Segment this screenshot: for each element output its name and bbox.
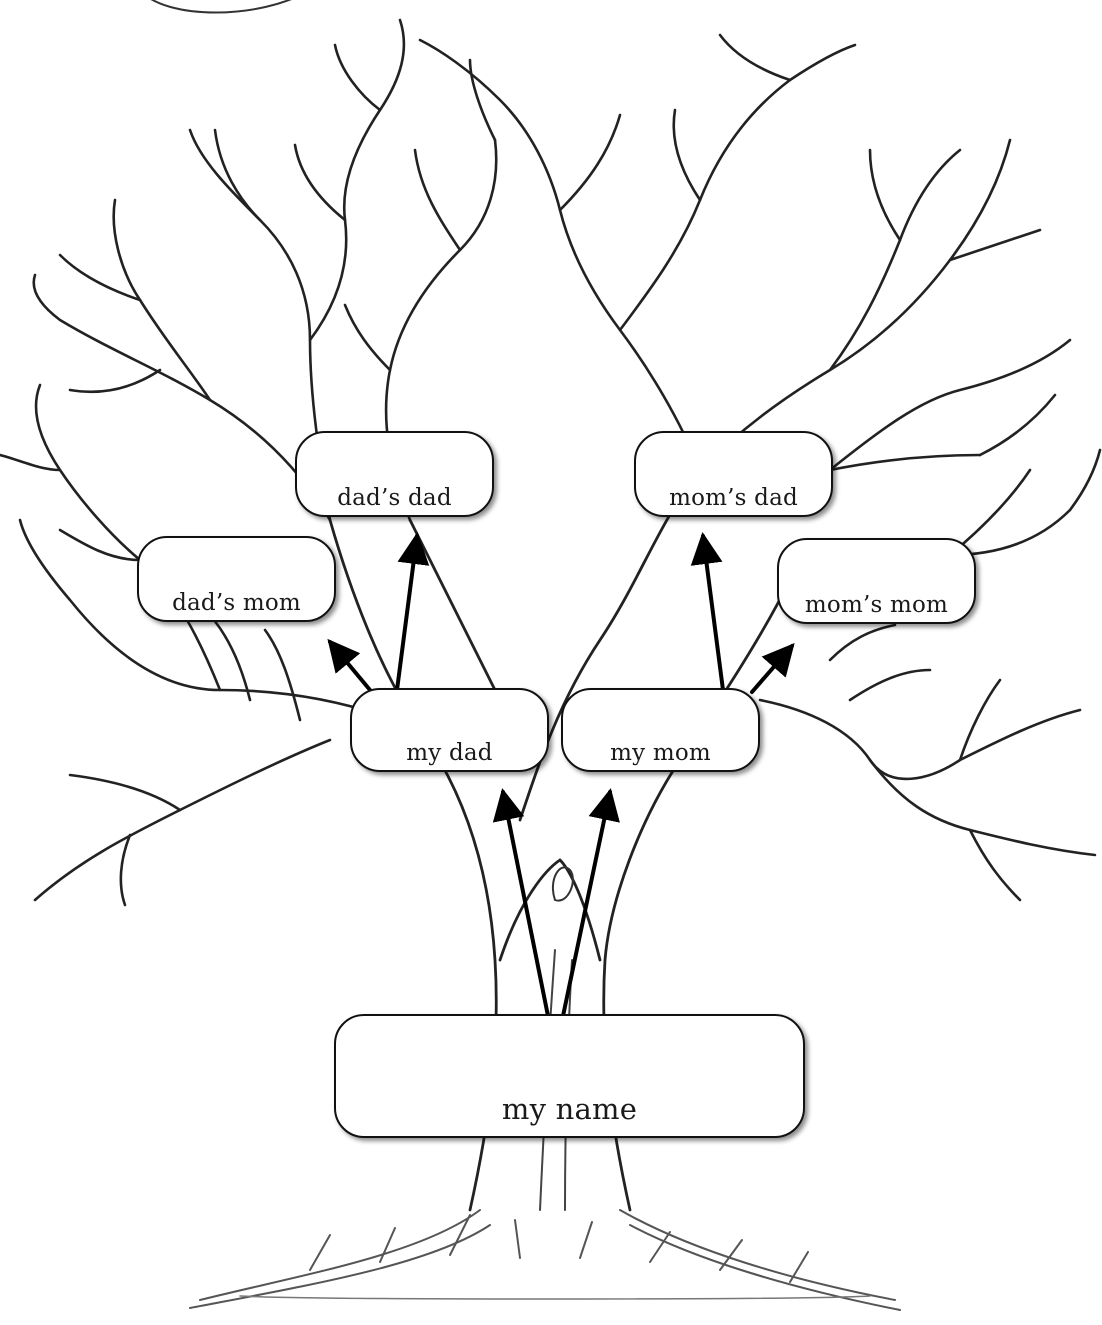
- maternal-grandmother-label: mom’s mom: [804, 592, 949, 618]
- arrow-dad-to-dads-dad: [395, 532, 430, 692]
- mother-box[interactable]: my mom: [561, 688, 760, 772]
- arrow-me-to-dad: [492, 788, 550, 1018]
- my-name-label: my name: [501, 1092, 638, 1126]
- paternal-grandmother-label: dad’s mom: [172, 590, 301, 616]
- maternal-grandfather-label: mom’s dad: [669, 485, 798, 511]
- arrow-mom-to-moms-dad: [690, 532, 725, 692]
- tree-branches-right: [418, 33, 1102, 902]
- father-label: my dad: [406, 740, 493, 766]
- arrow-dad-to-dads-mom: [327, 638, 372, 692]
- mother-label: my mom: [610, 740, 711, 766]
- arrows: [327, 532, 795, 1018]
- circle-outline-partial: [151, 0, 292, 14]
- father-box[interactable]: my dad: [350, 688, 549, 772]
- arrow-mom-to-moms-mom: [750, 642, 795, 694]
- maternal-grandfather-box[interactable]: mom’s dad: [634, 431, 833, 517]
- tree-roots: [189, 1209, 901, 1311]
- my-name-box[interactable]: my name: [334, 1014, 805, 1138]
- arrow-me-to-mom: [561, 788, 620, 1018]
- paternal-grandfather-label: dad’s dad: [337, 485, 452, 511]
- maternal-grandmother-box[interactable]: mom’s mom: [777, 538, 976, 624]
- paternal-grandfather-box[interactable]: dad’s dad: [295, 431, 494, 517]
- paternal-grandmother-box[interactable]: dad’s mom: [137, 536, 336, 622]
